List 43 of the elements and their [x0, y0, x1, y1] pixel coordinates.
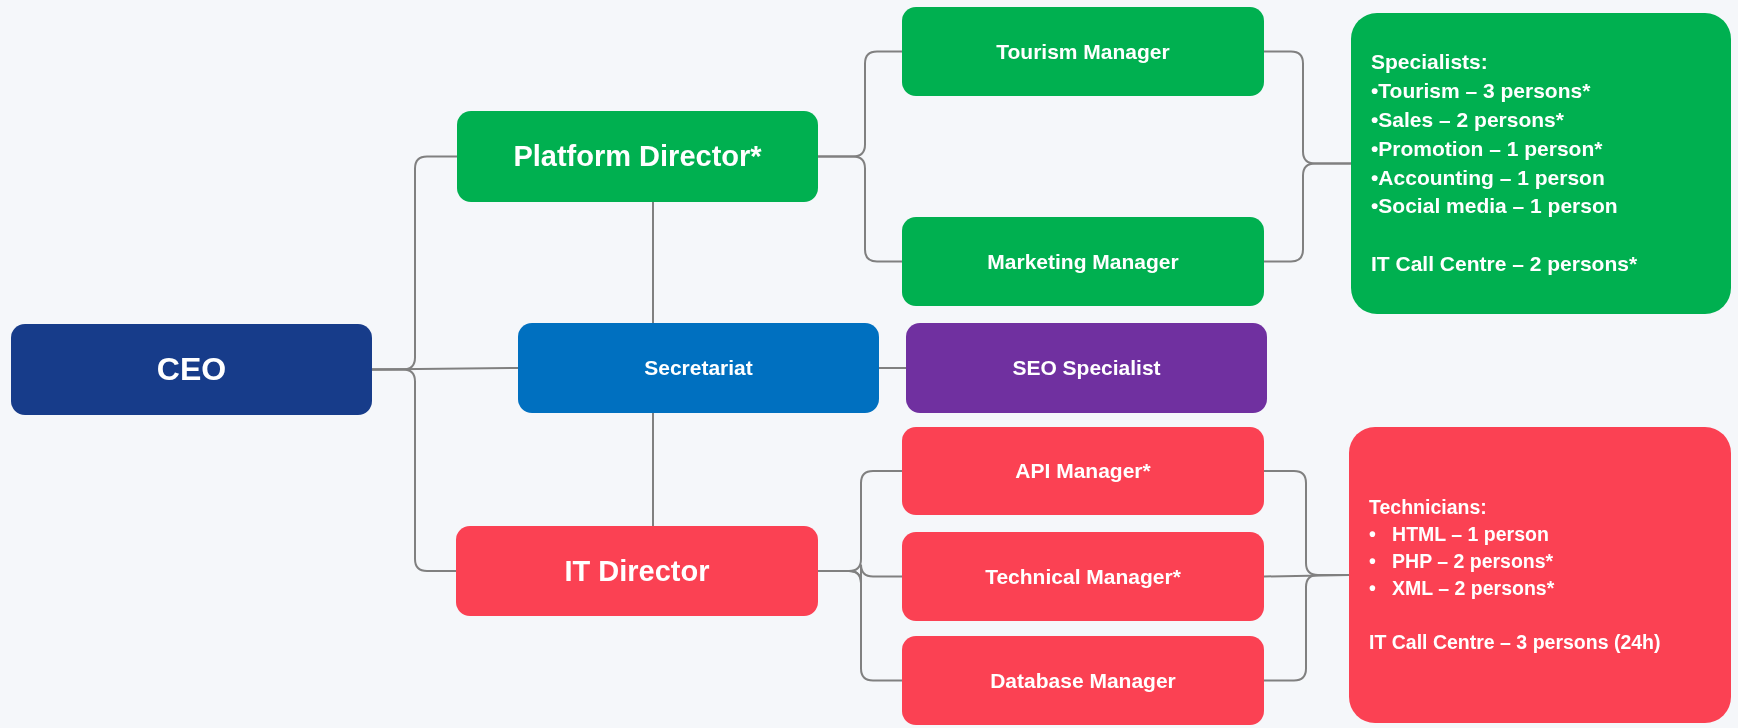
- connector-line: [652, 412, 654, 527]
- role-title: SEO Specialist: [1012, 356, 1161, 380]
- manager-box: [902, 427, 1264, 515]
- staff-line: • HTML – 1 person: [1369, 522, 1549, 548]
- staff-line: • XML – 2 persons*: [1369, 576, 1555, 601]
- staff-line: IT Call Centre – 3 persons (24h): [1369, 629, 1661, 655]
- manager-box: [902, 7, 1264, 96]
- staff-line: •Accounting – 1 person: [1371, 164, 1605, 191]
- connector-line: [878, 367, 907, 369]
- group-heading: Technicians:: [1369, 495, 1487, 521]
- connector-line: [371, 367, 519, 371]
- specialist-box: [906, 323, 1267, 413]
- staff-line: •Tourism – 3 persons*: [1371, 77, 1591, 104]
- staff-line: •Promotion – 1 person*: [1371, 135, 1603, 162]
- staff-line: •Social media – 1 person: [1371, 193, 1618, 220]
- manager-box: [902, 636, 1264, 725]
- connector-line: [1263, 162, 1352, 263]
- role-title: CEO: [156, 351, 227, 388]
- staff-line: •Sales – 2 persons*: [1371, 106, 1564, 133]
- connector-line: [817, 155, 903, 263]
- staff-line: • PHP – 2 persons*: [1369, 549, 1554, 575]
- connector-line: [371, 368, 457, 572]
- role-title: IT Director: [564, 554, 710, 588]
- secretariat-box: [518, 323, 879, 413]
- connector-line: [817, 570, 903, 682]
- manager-box: [902, 217, 1264, 306]
- staff-line: IT Call Centre – 2 persons*: [1371, 251, 1638, 278]
- role-title: API Manager*: [1015, 459, 1151, 483]
- connector-line: [1263, 574, 1350, 682]
- group-heading: Specialists:: [1371, 48, 1488, 75]
- role-title: Technical Manager*: [985, 564, 1181, 589]
- role-title: Secretariat: [644, 356, 753, 380]
- director-box: [457, 111, 818, 202]
- manager-box: [902, 532, 1264, 621]
- role-title: Platform Director*: [513, 140, 762, 173]
- director-box: [456, 526, 818, 616]
- role-title: Marketing Manager: [987, 249, 1179, 274]
- connector-line: [652, 201, 654, 324]
- role-title: Database Manager: [990, 668, 1176, 693]
- staff-box: [1351, 13, 1731, 314]
- role-title: Tourism Manager: [996, 39, 1170, 64]
- ceo-box: [11, 324, 372, 415]
- staff-box: [1349, 427, 1731, 723]
